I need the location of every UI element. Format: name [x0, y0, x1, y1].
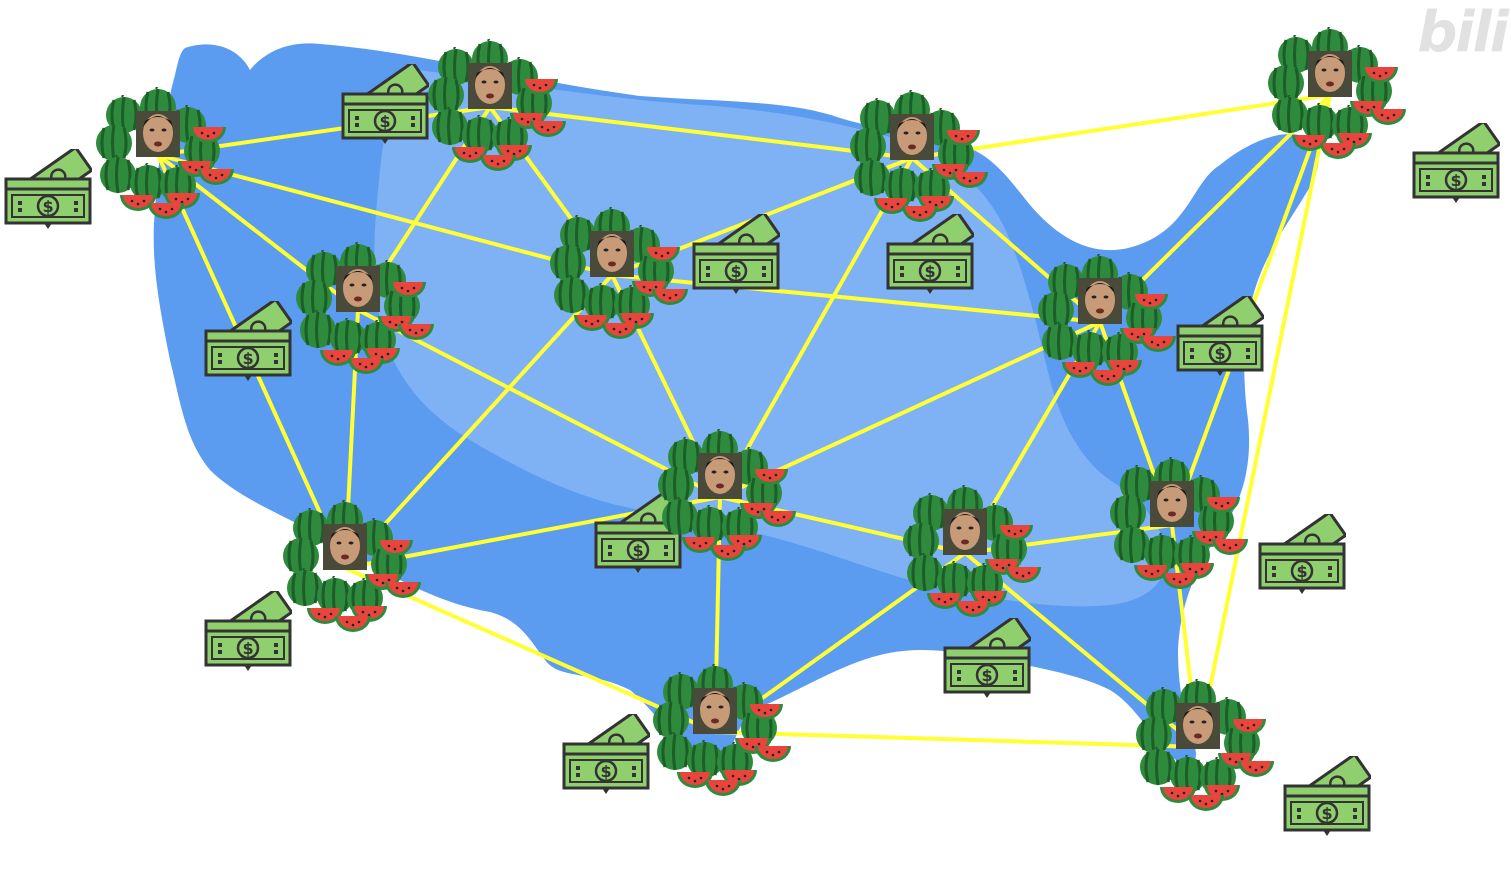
- watermelon-cluster-node: [656, 429, 796, 561]
- watermelon-cluster-node: [94, 87, 234, 219]
- watermelon-cluster-node: [651, 664, 791, 796]
- watermelon-slice-icon: [1370, 109, 1406, 125]
- watermelon-cluster-node: [1036, 254, 1176, 386]
- watermelon-slice-icon: [1238, 761, 1274, 777]
- money-icon: [1258, 514, 1346, 596]
- landmass: [153, 43, 1319, 777]
- face-icon: [1078, 278, 1122, 324]
- face-icon: [336, 266, 380, 312]
- watermelon-slice-icon: [335, 616, 371, 632]
- landmass-inner: [374, 70, 1166, 607]
- face-icon: [323, 524, 367, 570]
- money-icon: [204, 591, 292, 673]
- face-icon: [1176, 703, 1220, 749]
- money-icon: [1283, 756, 1371, 838]
- face-icon: [693, 688, 737, 734]
- watermelon-slice-icon: [1212, 539, 1248, 555]
- face-icon: [698, 453, 742, 499]
- watermelon-slice-icon: [705, 780, 741, 796]
- edge-n2-n3: [488, 105, 914, 160]
- edge-n4-n13: [1196, 93, 1332, 749]
- watermelon-cluster-node: [294, 242, 434, 374]
- money-icon: [1412, 123, 1500, 205]
- watermelon-slice-icon: [755, 746, 791, 762]
- face-icon: [1150, 481, 1194, 527]
- watermelon-cluster-node: [1134, 679, 1274, 811]
- edge-n3-n4: [910, 93, 1332, 160]
- edge-n6-n9: [343, 273, 614, 570]
- face-icon: [943, 509, 987, 555]
- face-icon: [468, 63, 512, 109]
- watermelon-cluster-node: [281, 500, 421, 632]
- watermelon-cluster-node: [548, 207, 688, 339]
- face-icon: [136, 111, 180, 157]
- edge-n12-n13: [713, 730, 1200, 749]
- watermelon-cluster-node: [901, 485, 1041, 617]
- watermelon-slice-icon: [1188, 795, 1224, 811]
- face-icon: [1308, 51, 1352, 97]
- face-icon: [890, 114, 934, 160]
- edge-n7-n8: [718, 320, 1102, 499]
- watermelon-slice-icon: [1320, 143, 1356, 159]
- watermark-logo: bili: [1417, 0, 1509, 65]
- watermelon-cluster-node: [848, 90, 988, 222]
- watermelon-cluster-node: [1108, 457, 1248, 589]
- face-icon: [590, 231, 634, 277]
- watermelon-slice-icon: [385, 582, 421, 598]
- money-icon: [562, 714, 650, 796]
- edge-n5-n8: [356, 308, 722, 499]
- node-layer: [94, 27, 1406, 811]
- edge-n3-n8: [718, 156, 914, 499]
- edge-n1-n6: [156, 153, 614, 277]
- watermelon-cluster-node: [426, 39, 566, 171]
- watermelon-cluster-node: [1266, 27, 1406, 159]
- money-icon: [4, 149, 92, 231]
